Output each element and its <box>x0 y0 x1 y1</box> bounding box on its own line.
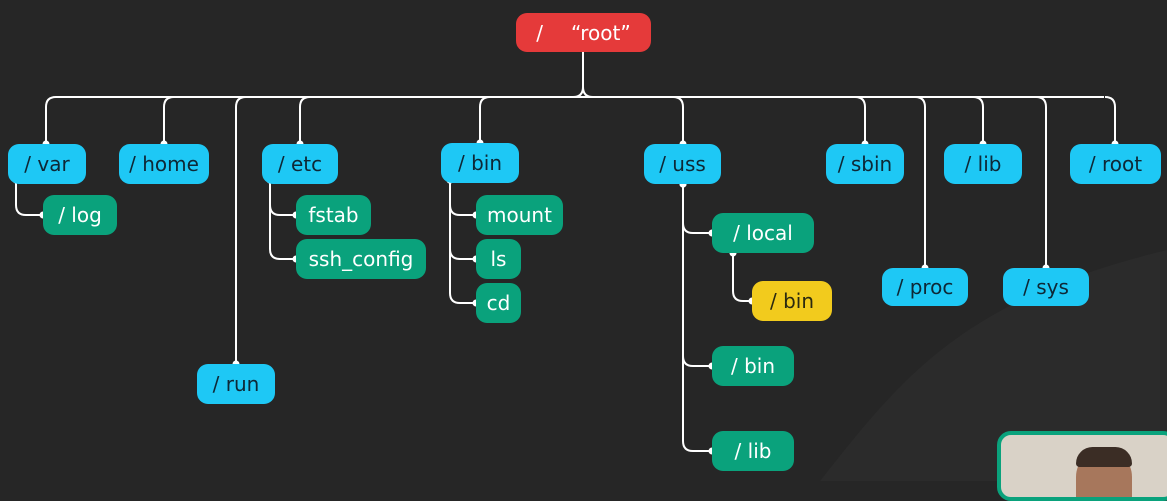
branch-lbin <box>732 253 752 302</box>
drop-home <box>163 96 175 144</box>
drop-lib <box>972 96 984 144</box>
branch-ulib <box>682 184 712 452</box>
file-cd[interactable]: cd <box>476 283 521 323</box>
dir-proc[interactable]: / proc <box>882 268 968 306</box>
drop-rootdir <box>1104 96 1116 144</box>
root-label: “root” <box>571 20 631 45</box>
root-trunk-right <box>582 86 594 98</box>
branch-ubin <box>682 184 712 367</box>
branch-local <box>682 184 712 234</box>
dir-local[interactable]: / local <box>712 213 814 253</box>
branch-mount <box>449 180 476 216</box>
file-ls-label: ls <box>490 247 507 271</box>
dir-local-bin-label: / bin <box>769 289 815 313</box>
dir-log[interactable]: / log <box>43 195 117 235</box>
file-mount-label: mount <box>487 203 552 227</box>
dir-home-label: / home <box>129 152 199 176</box>
file-cd-label: cd <box>486 291 511 315</box>
background-curve <box>0 0 1167 481</box>
dir-etc-label: / etc <box>277 152 323 176</box>
branch-ls <box>449 180 476 260</box>
branch-ssh <box>269 180 296 260</box>
drop-uss <box>672 96 684 144</box>
dir-lib-label: / lib <box>964 152 1002 176</box>
dir-root[interactable]: / root <box>1070 144 1161 184</box>
root-trunk-left <box>572 52 584 98</box>
file-ssh-config[interactable]: ssh_config <box>296 239 426 279</box>
dir-bin[interactable]: / bin <box>441 143 519 183</box>
drop-var <box>45 96 57 144</box>
dir-home[interactable]: / home <box>119 144 209 184</box>
dir-lib[interactable]: / lib <box>944 144 1022 184</box>
connector-lines <box>12 52 1119 455</box>
file-ls[interactable]: ls <box>476 239 521 279</box>
dir-uss-bin-label: / bin <box>730 354 776 378</box>
dir-uss-bin[interactable]: / bin <box>712 346 794 386</box>
dir-uss-label: / uss <box>659 152 706 176</box>
file-ssh-config-label: ssh_config <box>308 247 414 271</box>
root-node[interactable]: / “root” <box>516 13 651 52</box>
drop-bin <box>479 96 491 143</box>
presenter-webcam <box>997 431 1167 501</box>
dir-sbin[interactable]: / sbin <box>826 144 904 184</box>
dir-local-label: / local <box>733 221 793 245</box>
dir-root-label: / root <box>1088 152 1143 176</box>
dir-run-label: / run <box>212 372 260 396</box>
dir-sbin-label: / sbin <box>837 152 893 176</box>
dir-uss[interactable]: / uss <box>644 144 721 184</box>
drop-proc <box>914 96 926 268</box>
dir-uss-lib[interactable]: / lib <box>712 431 794 471</box>
branch-log <box>15 180 43 216</box>
dir-sys[interactable]: / sys <box>1003 268 1089 306</box>
dir-bin-label: / bin <box>457 151 503 175</box>
file-mount[interactable]: mount <box>476 195 563 235</box>
drop-etc <box>299 96 311 144</box>
branch-fstab <box>269 180 296 216</box>
dir-etc[interactable]: / etc <box>262 144 338 184</box>
branch-cd <box>449 180 476 304</box>
presenter-hair <box>1076 447 1132 467</box>
dir-run[interactable]: / run <box>197 364 275 404</box>
dir-var[interactable]: / var <box>8 144 86 184</box>
root-slash: / <box>536 20 543 45</box>
file-fstab-label: fstab <box>308 203 359 227</box>
drop-sbin <box>854 96 866 144</box>
drop-sys <box>1035 96 1047 268</box>
dir-local-bin[interactable]: / bin <box>752 281 832 321</box>
file-fstab[interactable]: fstab <box>296 195 371 235</box>
dir-var-label: / var <box>24 152 70 176</box>
drop-run <box>235 96 247 364</box>
dir-uss-lib-label: / lib <box>734 439 772 463</box>
dir-log-label: / log <box>58 203 102 227</box>
dir-sys-label: / sys <box>1023 275 1069 299</box>
dir-proc-label: / proc <box>896 275 954 299</box>
